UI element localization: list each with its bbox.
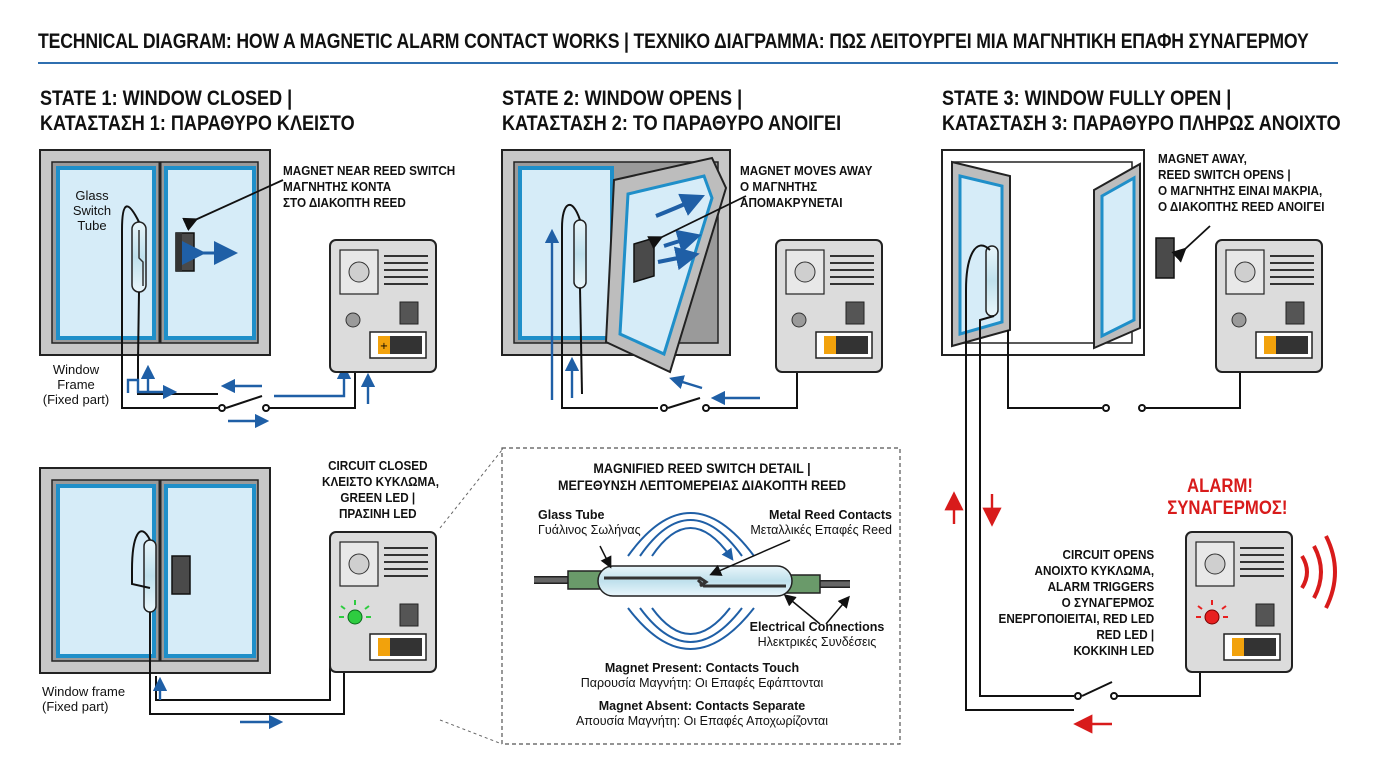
state3-magnet: [1155, 237, 1175, 279]
detail-glass-tube-label: Glass Tube Γυάλινος Σωλήνας: [538, 508, 641, 537]
state2-magnet: [633, 236, 655, 284]
state2-magnet-label: MAGNET MOVES AWAY Ο ΜΑΓΝΗΤΗΣ ΑΠΟΜΑΚΡΥΝΕΤ…: [740, 163, 873, 210]
state3-label-pointer: [1171, 225, 1211, 263]
detail-magnet-absent: Magnet Absent: Contacts Separate Απουσία…: [575, 699, 829, 728]
state3-window: [941, 149, 1145, 356]
state2-alarm-panel: [775, 239, 883, 373]
closed-alarm-panel: [329, 531, 437, 673]
state1-frame-label: Window Frame (Fixed part): [42, 362, 110, 407]
state1-label-pointer: [182, 179, 284, 232]
state2-reed-switch: [573, 219, 587, 289]
state2-motion-arrows: [655, 193, 705, 271]
state1-title: STATE 1: WINDOW CLOSED | ΚΑΤΑΣΤΑΣΗ 1: ΠΑ…: [40, 86, 355, 136]
detail-pointers: [599, 539, 850, 625]
title-underline: [38, 62, 1338, 64]
state3-alarm-panel-top: [1215, 239, 1323, 373]
state3-sound-waves: [1300, 535, 1337, 609]
state2-title-en: STATE 2: WINDOW OPENS |: [502, 87, 743, 110]
state1-magnet-label: MAGNET NEAR REED SWITCH ΜΑΓΝΗΤΗΣ ΚΟΝΤΑ Σ…: [283, 163, 456, 210]
state3-alarm-panel-bottom: [1185, 531, 1293, 673]
state2-title: STATE 2: WINDOW OPENS | ΚΑΤΑΣΤΑΣΗ 2: ΤΟ …: [502, 86, 841, 136]
state1-current-arrows: [126, 364, 376, 429]
state1-alarm-panel: +: [329, 239, 437, 373]
state3-circuit-label: CIRCUIT OPENS ΑΝΟΙΧΤΟ ΚΥΚΛΩΜΑ, ALARM TRI…: [998, 547, 1155, 658]
closed-circuit-label: CIRCUIT CLOSED ΚΛΕΙΣΤΟ ΚΥΚΛΩΜΑ, GREEN LE…: [322, 458, 439, 521]
state1-reed-switch: [131, 221, 147, 293]
state1-window: [39, 149, 271, 356]
state3-reed-switch: [985, 245, 999, 317]
state3-magnet-label: MAGNET AWAY, REED SWITCH OPENS | Ο ΜΑΓΝΗ…: [1158, 151, 1325, 214]
detail-electrical-label: Electrical Connections Ηλεκτρικές Συνδέσ…: [749, 620, 885, 649]
state1-magnet: [175, 232, 195, 272]
closed-magnet: [171, 555, 191, 595]
state2-current-arrows: [544, 228, 760, 406]
state2-window: [501, 149, 731, 374]
closed-frame-label: Window frame (Fixed part): [42, 684, 126, 714]
closed-current-arrows: [152, 676, 284, 730]
state1-tube-label: Glass Switch Tube: [72, 188, 112, 233]
state3-title-gr: ΚΑΤΑΣΤΑΣΗ 3: ΠΑΡΑΘΥΡΟ ΠΛΗΡΩΣ ΑΝΟΙΧΤΟ: [942, 112, 1341, 135]
state3-red-arrows: [944, 491, 1112, 734]
state1-title-gr: ΚΑΤΑΣΤΑΣΗ 1: ΠΑΡΑΘΥΡΟ ΚΛΕΙΣΤΟ: [40, 112, 355, 135]
state2-label-pointer: [647, 195, 747, 250]
state2-title-gr: ΚΑΤΑΣΤΑΣΗ 2: ΤΟ ΠΑΡΑΘΥΡΟ ΑΝΟΙΓΕΙ: [502, 112, 842, 135]
detail-metal-contacts-label: Metal Reed Contacts Μεταλλικές Επαφές Re…: [750, 508, 892, 537]
detail-callout-lines: [439, 449, 503, 745]
state1-title-en: STATE 1: WINDOW CLOSED |: [40, 87, 293, 110]
detail-reed-switch: [534, 565, 850, 597]
state3-title-en: STATE 3: WINDOW FULLY OPEN |: [942, 87, 1232, 110]
detail-magnet-present: Magnet Present: Contacts Touch Παρουσία …: [580, 661, 824, 690]
detail-magnetic-field: [627, 512, 755, 650]
closed-reed-switch: [143, 539, 157, 613]
detail-title: MAGNIFIED REED SWITCH DETAIL | ΜΕΓΕΘΥΝΣΗ…: [558, 460, 846, 493]
svg-text:+: +: [380, 341, 388, 352]
state3-alarm-text: ALARM! ΣΥΝΑΓΕΡΜΟΣ!: [1167, 476, 1288, 519]
page-title: TECHNICAL DIAGRAM: HOW A MAGNETIC ALARM …: [38, 30, 1309, 53]
state3-title: STATE 3: WINDOW FULLY OPEN | ΚΑΤΑΣΤΑΣΗ 3…: [942, 86, 1341, 136]
